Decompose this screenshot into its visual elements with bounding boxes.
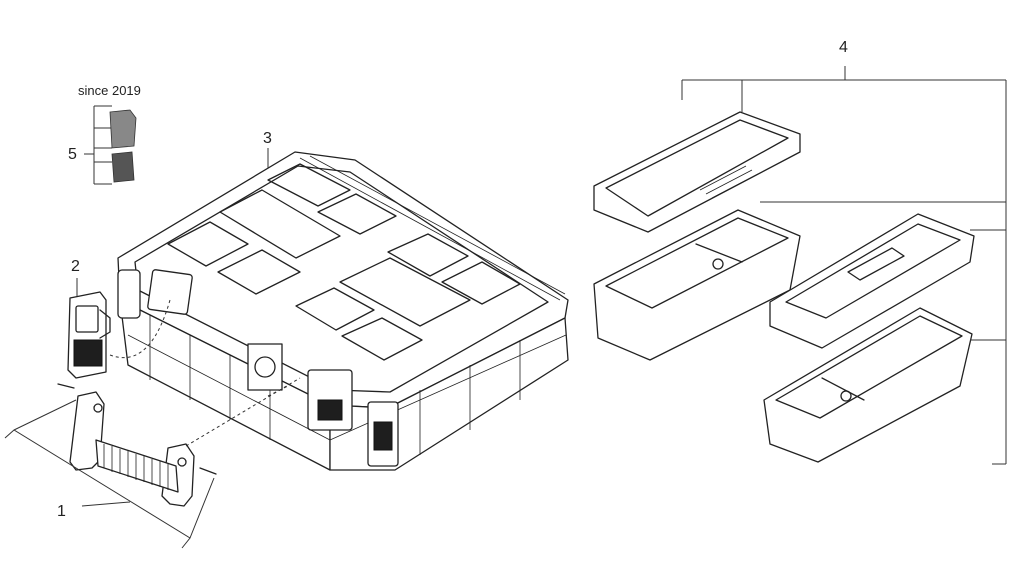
tray-parts bbox=[593, 111, 975, 463]
part-label-2: 2 bbox=[71, 258, 80, 275]
part-label-4: 4 bbox=[839, 39, 848, 56]
toolbox-case bbox=[117, 151, 569, 471]
carry-handle-part bbox=[57, 383, 217, 507]
part-label-5: 5 bbox=[68, 146, 77, 163]
part-label-1: 1 bbox=[57, 503, 66, 520]
clip-part bbox=[84, 105, 137, 185]
part-label-3: 3 bbox=[263, 130, 272, 147]
since-2019-note: since 2019 bbox=[78, 83, 141, 98]
latch-part bbox=[67, 291, 111, 379]
